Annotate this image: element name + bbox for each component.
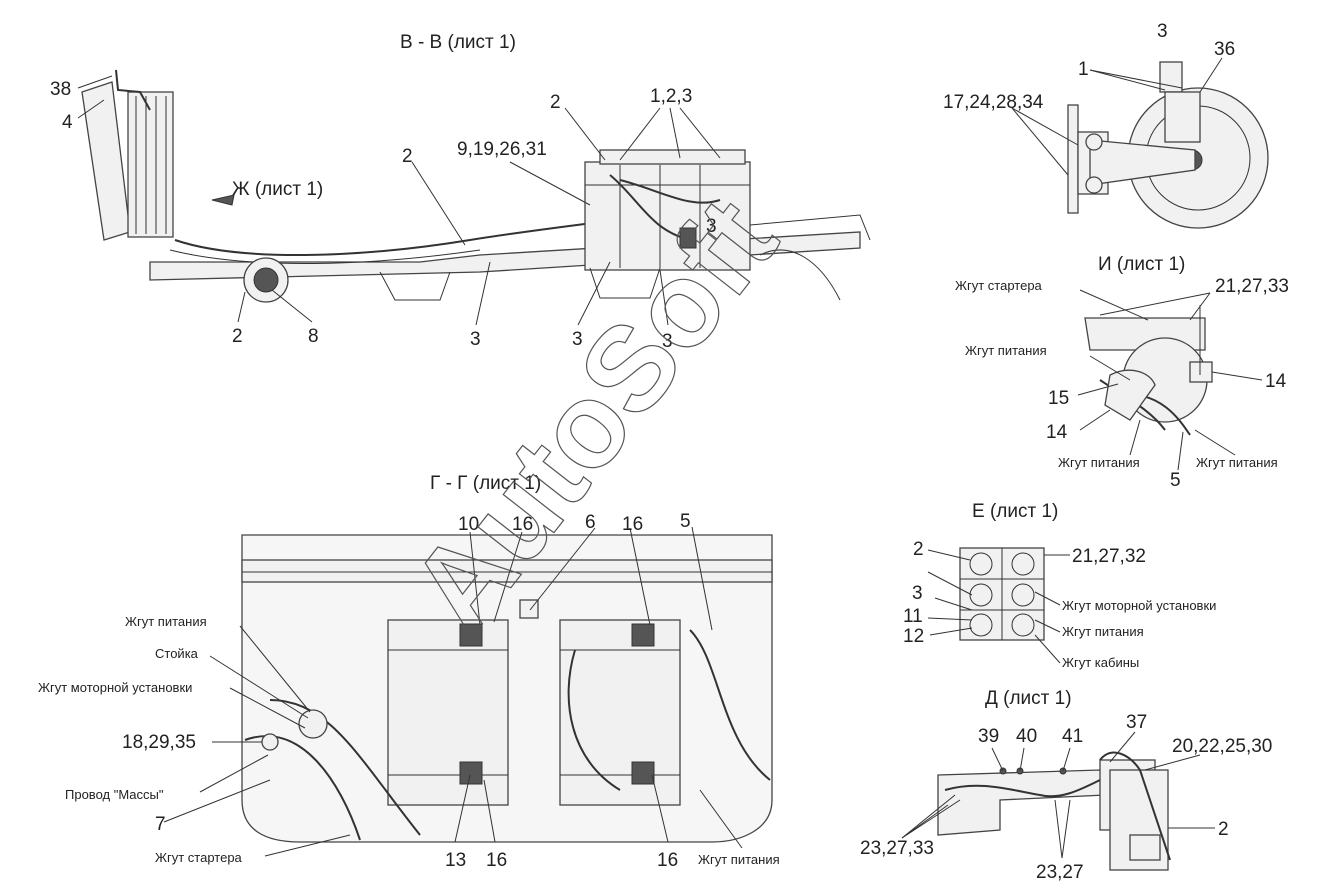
frame-drawing bbox=[149, 149, 871, 303]
vv-label-4: 4 bbox=[62, 112, 73, 133]
v3-label-1: 1 bbox=[1078, 59, 1089, 80]
vv-label-3-b: 3 bbox=[470, 329, 481, 350]
view-3-title: 3 bbox=[1157, 21, 1168, 42]
dd-label-23-27: 23,27 bbox=[1036, 862, 1084, 883]
gg-label-16-d: 16 bbox=[657, 850, 678, 871]
gg-label-7: 7 bbox=[155, 814, 166, 835]
ii-label-15: 15 bbox=[1048, 388, 1069, 409]
frame-detail-drawing bbox=[937, 751, 1171, 871]
gg-label-power-harness-b: Жгут питания bbox=[698, 852, 780, 867]
ee-label-power-harness: Жгут питания bbox=[1062, 624, 1144, 639]
gg-label-13: 13 bbox=[445, 850, 466, 871]
v3-label-17-24-28-34: 17,24,28,34 bbox=[943, 92, 1044, 113]
dd-label-40: 40 bbox=[1016, 726, 1037, 747]
gg-label-starter-harness: Жгут стартера bbox=[155, 850, 243, 865]
view-ee-title: Е (лист 1) bbox=[972, 501, 1058, 522]
dd-label-37: 37 bbox=[1126, 712, 1147, 733]
view-3: 3 1 36 17,24,28,34 bbox=[943, 21, 1269, 229]
ee-label-21-27-32: 21,27,32 bbox=[1072, 546, 1146, 567]
vv-label-38: 38 bbox=[50, 79, 71, 100]
view-dd: Д (лист 1) 39 40 41 37 20,22,25,30 2 23,… bbox=[860, 688, 1272, 883]
ii-label-power-harness-b: Жгут питания bbox=[1058, 455, 1140, 470]
vv-label-2-a: 2 bbox=[402, 146, 413, 167]
view-gg: Г - Г (лист 1) bbox=[38, 473, 780, 871]
gg-label-16-b: 16 bbox=[622, 514, 643, 535]
dd-label-20-22-25-30: 20,22,25,30 bbox=[1172, 736, 1272, 757]
gg-label-post: Стойка bbox=[155, 646, 199, 661]
gg-label-power-harness-a: Жгут питания bbox=[125, 614, 207, 629]
vv-label-1-2-3: 1,2,3 bbox=[650, 86, 692, 107]
ii-label-power-harness-a: Жгут питания bbox=[965, 343, 1047, 358]
gg-label-10: 10 bbox=[458, 514, 479, 535]
ii-label-power-harness-c: Жгут питания bbox=[1196, 455, 1278, 470]
gg-label-18-29-35: 18,29,35 bbox=[122, 732, 196, 753]
ee-label-engine-harness: Жгут моторной установки bbox=[1062, 598, 1216, 613]
ii-label-5: 5 bbox=[1170, 470, 1181, 491]
vv-leaders bbox=[77, 75, 721, 326]
connector-block-drawing bbox=[959, 547, 1045, 641]
starter-drawing bbox=[1084, 305, 1213, 436]
ee-label-12: 12 bbox=[903, 626, 924, 647]
ii-label-14-a: 14 bbox=[1265, 371, 1287, 392]
vv-label-3-c: 3 bbox=[572, 329, 583, 350]
view-ii-title: И (лист 1) bbox=[1098, 254, 1185, 275]
vv-label-zh: Ж (лист 1) bbox=[232, 179, 323, 200]
vv-label-8: 8 bbox=[308, 326, 319, 347]
ee-label-3: 3 bbox=[912, 583, 923, 604]
gg-label-5: 5 bbox=[680, 511, 691, 532]
dd-label-2: 2 bbox=[1218, 819, 1229, 840]
gg-label-16-c: 16 bbox=[486, 850, 507, 871]
view-vv-title: В - В (лист 1) bbox=[400, 32, 516, 53]
ii-label-14-b: 14 bbox=[1046, 422, 1068, 443]
dd-label-41: 41 bbox=[1062, 726, 1083, 747]
dd-label-23-27-33: 23,27,33 bbox=[860, 838, 934, 859]
vv-label-9-19-26-31: 9,19,26,31 bbox=[457, 139, 547, 160]
gg-label-16-a: 16 bbox=[512, 514, 533, 535]
gg-label-ground-wire: Провод "Массы" bbox=[65, 787, 164, 802]
ii-label-starter-harness: Жгут стартера bbox=[955, 278, 1043, 293]
view-gg-title: Г - Г (лист 1) bbox=[430, 473, 541, 494]
gg-label-6: 6 bbox=[585, 512, 596, 533]
radiator-drawing bbox=[81, 69, 174, 241]
vv-label-3-a: 3 bbox=[706, 216, 717, 237]
gg-label-engine-harness: Жгут моторной установки bbox=[38, 680, 192, 695]
vv-label-2-c: 2 bbox=[232, 326, 243, 347]
vv-label-3-d: 3 bbox=[662, 331, 673, 352]
dd-label-39: 39 bbox=[978, 726, 999, 747]
ee-label-cab-harness: Жгут кабины bbox=[1062, 655, 1139, 670]
vv-label-2-b: 2 bbox=[550, 92, 561, 113]
view-ii: И (лист 1) Жгут стартера 21,27,33 Жгут п… bbox=[955, 254, 1289, 491]
view-dd-title: Д (лист 1) bbox=[985, 688, 1072, 709]
ee-label-11: 11 bbox=[903, 606, 923, 627]
view-ee: Е (лист 1) 2 21,27,32 3 11 12 Жгут мотор… bbox=[903, 501, 1216, 670]
ee-label-2: 2 bbox=[913, 539, 924, 560]
ii-label-21-27-33: 21,27,33 bbox=[1215, 276, 1289, 297]
view-vv: В - В (лист 1) bbox=[50, 32, 871, 352]
v3-label-36: 36 bbox=[1214, 39, 1235, 60]
horn-drawing bbox=[1067, 61, 1269, 229]
